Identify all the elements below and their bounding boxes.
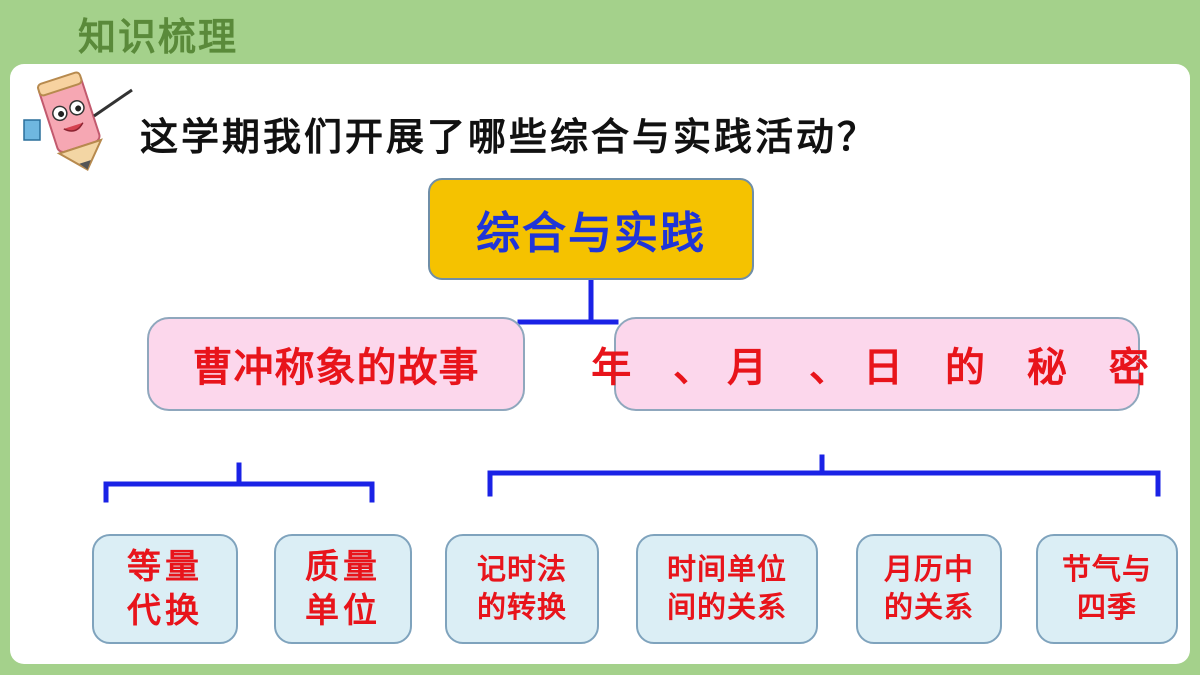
leaf-line: 等量: [127, 546, 203, 587]
leaf-line: 代换: [127, 591, 203, 631]
leaf-line: 单位: [305, 591, 381, 631]
leaf-node: 等量 代换: [92, 534, 238, 644]
leaf-node: 时间单位 间的关系: [636, 534, 818, 644]
leaf-line: 四季: [1076, 590, 1137, 624]
leaf-line: 的转换: [476, 590, 567, 624]
leaf-node: 节气与 四季: [1036, 534, 1178, 644]
leaf-line: 质量: [305, 546, 381, 587]
root-node: 综合与实践: [428, 178, 754, 280]
pencil-mascot-icon: [23, 71, 133, 171]
section-title: 知识梳理: [78, 15, 239, 59]
title-strip: [0, 0, 1200, 62]
leaf-line: 的关系: [883, 590, 974, 624]
leaf-line: 记时法: [476, 552, 567, 587]
leaf-line: 月历中: [883, 552, 974, 587]
branch-node-calendar: 年 、月 、日 的 秘 密: [591, 317, 1149, 411]
leaf-line: 时间单位: [666, 552, 787, 587]
leaf-node: 记时法 的转换: [445, 534, 599, 644]
leaf-node: 月历中 的关系: [856, 534, 1002, 644]
branch-node-cao-chong: 曹冲称象的故事: [147, 317, 525, 411]
question-text: 这学期我们开展了哪些综合与实践活动？: [140, 115, 879, 159]
leaf-line: 节气与: [1061, 552, 1152, 587]
leaf-node: 质量 单位: [274, 534, 412, 644]
leaf-line: 间的关系: [666, 590, 787, 624]
